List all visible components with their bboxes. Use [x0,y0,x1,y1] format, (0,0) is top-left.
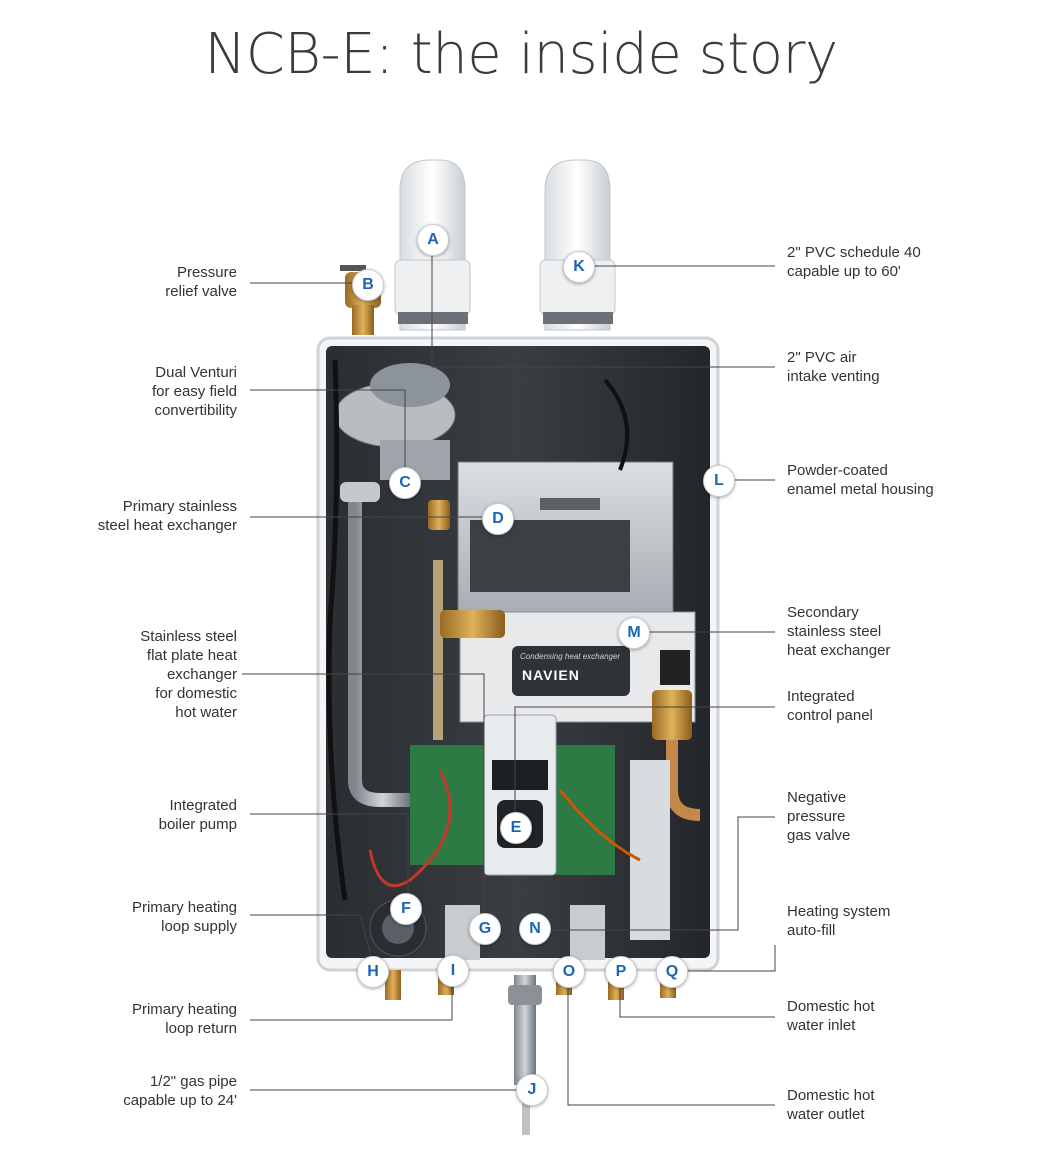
callout-c: C [389,467,421,499]
callout-h: H [357,956,389,988]
label-pvc-air-intake: 2" PVC air intake venting [787,349,880,385]
label-heating-loop-return: Primary heating loop return [131,1001,237,1037]
callout-a: A [417,224,449,256]
label-gas-pipe: 1/2" gas pipe capable up to 24' [123,1073,237,1109]
callout-l: L [703,465,735,497]
label-gas-valve: Negative pressure gas valve [787,789,851,844]
callout-b: B [352,269,384,301]
callout-n: N [519,913,551,945]
callout-o: O [553,956,585,988]
device-brand: NAVIEN [522,667,580,683]
leader-lines [242,253,776,1106]
callout-j: J [516,1074,548,1106]
callout-f: F [390,893,422,925]
callout-k: K [563,251,595,283]
callout-e: E [500,812,532,844]
intake-vent-pipe [539,159,616,331]
label-dual-venturi: Dual Venturi for easy field convertibili… [151,364,237,419]
label-flat-plate-heat-exchanger: Stainless steel flat plate heat exchange… [140,628,237,721]
label-secondary-heat-exchanger: Secondary stainless steel heat exchanger [787,604,891,659]
callout-g: G [469,913,501,945]
callout-m: M [618,617,650,649]
label-pvc-schedule-40: 2" PVC schedule 40 capable up to 60' [787,244,921,280]
callout-p: P [605,956,637,988]
label-pressure-relief-valve: Pressure relief valve [165,264,237,300]
label-boiler-pump: Integrated boiler pump [158,797,237,833]
callout-i: I [437,955,469,987]
label-powder-coated-housing: Powder-coated enamel metal housing [787,462,934,498]
callout-q: Q [656,956,688,988]
device-badge-text: Condensing heat exchanger [520,652,621,661]
label-control-panel: Integrated control panel [787,688,873,724]
page-title: NCB-E: the inside story [204,22,838,87]
label-primary-heat-exchanger: Primary stainless steel heat exchanger [97,498,237,534]
label-heating-loop-supply: Primary heating loop supply [131,899,237,935]
label-hot-water-inlet: Domestic hot water inlet [787,998,875,1034]
label-hot-water-outlet: Domestic hot water outlet [787,1087,875,1123]
label-auto-fill: Heating system auto-fill [787,903,891,939]
callout-d: D [482,503,514,535]
